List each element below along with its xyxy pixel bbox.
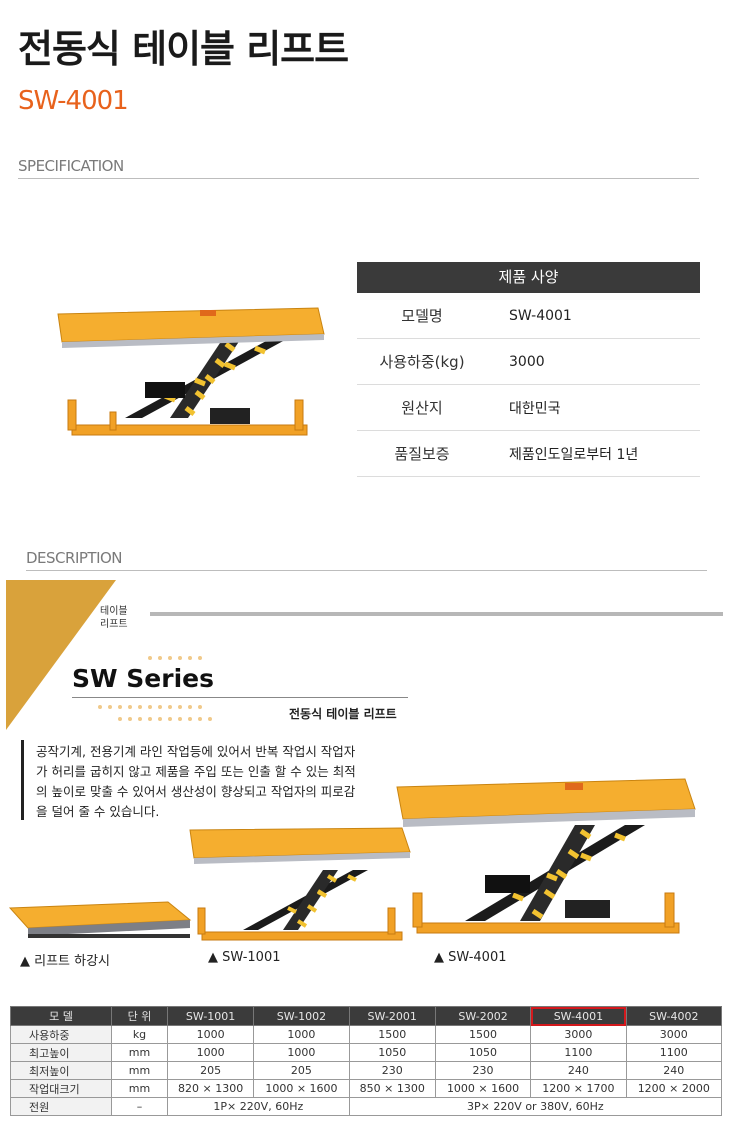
row-label: 전원 — [10, 1097, 112, 1116]
table-cell: 1000 — [166, 1025, 255, 1044]
table-cell: 1000 × 1600 — [253, 1079, 350, 1098]
category-tag: 테이블 리프트 — [100, 605, 128, 631]
table-cell: 820 × 1300 — [166, 1079, 255, 1098]
table-cell: 1000 — [253, 1043, 350, 1062]
table-cell: 205 — [253, 1061, 350, 1080]
spec-value: SW-4001 — [509, 307, 572, 324]
product-image-sw4001-large — [396, 778, 696, 934]
table-cell: 1100 — [625, 1043, 723, 1062]
column-header: SW-4002 — [625, 1006, 723, 1026]
description-bar — [21, 740, 24, 820]
column-header: 단 위 — [111, 1006, 168, 1026]
section-heading-specification: SPECIFICATION — [18, 157, 124, 175]
table-cell: 1050 — [434, 1043, 532, 1062]
column-header: SW-2002 — [434, 1006, 532, 1026]
table-cell: 3000 — [530, 1025, 627, 1044]
unit-cell: – — [111, 1097, 168, 1116]
table-row: 전원 – 1P× 220V, 60Hz 3P× 220V or 380V, 60… — [10, 1097, 723, 1116]
series-subtitle: 전동식 테이블 리프트 — [289, 707, 397, 721]
section-divider — [18, 178, 699, 179]
spec-value: 대한민국 — [509, 400, 561, 417]
decorative-dots — [98, 656, 212, 721]
spec-row: 원산지 대한민국 — [357, 385, 700, 431]
spec-key: 원산지 — [401, 399, 443, 417]
column-header: SW-2001 — [348, 1006, 436, 1026]
spec-table-heading: 제품 사양 — [357, 262, 700, 293]
unit-cell: kg — [111, 1025, 168, 1044]
category-tag-line: 테이블 — [100, 606, 128, 617]
caption-lowered: ▲ 리프트 하강시 — [20, 954, 111, 969]
table-cell: 1500 — [434, 1025, 532, 1044]
row-label: 작업대크기 — [10, 1079, 112, 1098]
table-cell: 850 × 1300 — [348, 1079, 436, 1098]
table-cell: 3P× 220V or 380V, 60Hz — [348, 1097, 723, 1116]
decorative-triangle — [6, 580, 116, 730]
row-label: 최저높이 — [10, 1061, 112, 1080]
column-header: SW-1002 — [253, 1006, 350, 1026]
description-text: 공작기계, 전용기계 라인 작업등에 있어서 반복 작업시 작업자가 허리를 굽… — [36, 744, 356, 819]
caption-sw4001: ▲ SW-4001 — [434, 950, 507, 965]
table-header-row: 모 델 단 위 SW-1001 SW-1002 SW-2001 SW-2002 … — [10, 1006, 723, 1026]
model-comparison-table: 모 델 단 위 SW-1001 SW-1002 SW-2001 SW-2002 … — [10, 1006, 723, 1116]
table-cell: 240 — [625, 1061, 723, 1080]
table-cell: 3000 — [625, 1025, 723, 1044]
table-cell: 1200 × 2000 — [625, 1079, 723, 1098]
spec-key: 모델명 — [401, 307, 443, 325]
table-cell: 205 — [166, 1061, 255, 1080]
spec-row: 모델명 SW-4001 — [357, 293, 700, 339]
table-cell: 230 — [348, 1061, 436, 1080]
page-title: 전동식 테이블 리프트 — [18, 27, 349, 71]
table-cell: 1000 × 1600 — [434, 1079, 532, 1098]
table-row: 최고높이 mm 1000 1000 1050 1050 1100 1100 — [10, 1043, 723, 1062]
spec-row: 품질보증 제품인도일로부터 1년 — [357, 431, 700, 477]
table-cell: 1200 × 1700 — [530, 1079, 627, 1098]
section-heading-description: DESCRIPTION — [26, 549, 123, 567]
table-cell: 230 — [434, 1061, 532, 1080]
tag-divider — [150, 612, 723, 616]
row-label: 사용하중 — [10, 1025, 112, 1044]
spec-value: 3000 — [509, 353, 545, 370]
spec-row: 사용하중(kg) 3000 — [357, 339, 700, 385]
spec-key: 사용하중(kg) — [379, 353, 465, 371]
table-row: 최저높이 mm 205 205 230 230 240 240 — [10, 1061, 723, 1080]
row-label: 최고높이 — [10, 1043, 112, 1062]
unit-cell: mm — [111, 1043, 168, 1062]
spec-key: 품질보증 — [394, 445, 450, 463]
table-cell: 1P× 220V, 60Hz — [167, 1097, 350, 1116]
table-cell: 1500 — [348, 1025, 436, 1044]
table-row: 작업대크기 mm 820 × 1300 1000 × 1600 850 × 13… — [10, 1079, 723, 1098]
column-header: SW-1001 — [166, 1006, 255, 1026]
table-cell: 1100 — [530, 1043, 627, 1062]
product-image-lowered — [8, 901, 192, 938]
section-divider — [26, 570, 707, 571]
column-header: 모 델 — [10, 1006, 112, 1026]
caption-sw1001: ▲ SW-1001 — [208, 950, 281, 965]
spec-table: 제품 사양 모델명 SW-4001 사용하중(kg) 3000 원산지 대한민국… — [357, 262, 700, 477]
series-divider — [72, 697, 408, 698]
table-cell: 240 — [530, 1061, 627, 1080]
unit-cell: mm — [111, 1061, 168, 1080]
product-image-sw4001 — [57, 307, 325, 436]
table-cell: 1000 — [253, 1025, 350, 1044]
spec-value: 제품인도일로부터 1년 — [509, 446, 639, 463]
category-tag-line: 리프트 — [100, 619, 128, 630]
model-code: SW-4001 — [18, 86, 129, 116]
series-title: SW Series — [72, 664, 214, 693]
table-cell: 1050 — [348, 1043, 436, 1062]
unit-cell: mm — [111, 1079, 168, 1098]
table-cell: 1000 — [166, 1043, 255, 1062]
product-image-sw1001 — [189, 827, 411, 941]
table-row: 사용하중 kg 1000 1000 1500 1500 3000 3000 — [10, 1025, 723, 1044]
column-header-highlighted: SW-4001 — [530, 1006, 627, 1026]
